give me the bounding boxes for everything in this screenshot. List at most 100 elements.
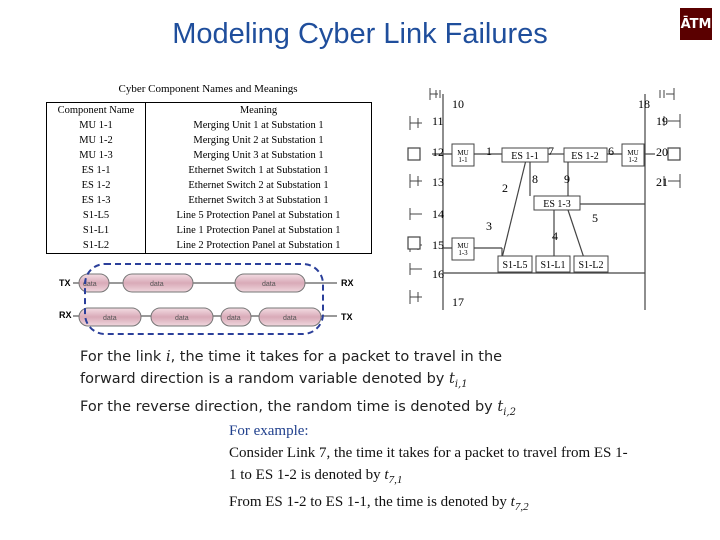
es-1-2-label: ES 1-2 bbox=[571, 151, 599, 162]
link-number: 5 bbox=[592, 211, 598, 225]
column-header-name: Component Name bbox=[46, 102, 146, 118]
packet-label: data bbox=[262, 281, 276, 288]
link-number: 17 bbox=[452, 295, 464, 309]
s1-l1-box bbox=[535, 255, 571, 273]
math-subscript: i,2 bbox=[503, 406, 516, 418]
mu-bottom-label: MU bbox=[457, 242, 468, 250]
table-row: S1-L1 Line 1 Protection Panel at Substati… bbox=[46, 223, 372, 238]
link-number: 3 bbox=[486, 219, 492, 233]
es-1-1-box bbox=[501, 147, 549, 163]
example-line: Consider Link 7, the time it takes for a… bbox=[229, 445, 628, 461]
mu-left-label: MU bbox=[457, 149, 468, 157]
cell-meaning: Line 5 Protection Panel at Substation 1 bbox=[176, 210, 341, 221]
cell-name: ES 1-2 bbox=[46, 178, 146, 193]
math-variable: t bbox=[497, 398, 504, 415]
link-number: 20 bbox=[656, 145, 668, 159]
example-line: 1 to ES 1-2 is denoted by t7,1 bbox=[229, 464, 628, 491]
link-number: 15 bbox=[432, 238, 444, 252]
link-number: 1 bbox=[486, 144, 492, 158]
link-time-explanation: For the link i, the time it takes for a … bbox=[80, 346, 516, 424]
explanation-line: forward direction is a random variable d… bbox=[80, 368, 516, 396]
mu-left-label: 1-1 bbox=[458, 156, 468, 164]
link-number: 16 bbox=[432, 267, 444, 281]
mu-1-2-box bbox=[621, 143, 645, 167]
text-fragment: From ES 1-2 to ES 1-1, the time is denot… bbox=[229, 494, 511, 510]
mu-1-1-box bbox=[451, 143, 475, 167]
math-variable: t bbox=[449, 371, 455, 387]
packet-label: data bbox=[283, 315, 297, 322]
s1-l5-box bbox=[497, 255, 533, 273]
link-number: 9 bbox=[564, 172, 570, 186]
cell-name: S1-L2 bbox=[46, 238, 146, 254]
link-number: 6 bbox=[608, 144, 614, 158]
es-1-3-box bbox=[533, 195, 581, 211]
table-row: ES 1-3 Ethernet Switch 3 at Substation 1 bbox=[46, 193, 372, 208]
link-number: 14 bbox=[432, 207, 444, 221]
cell-meaning: Ethernet Switch 3 at Substation 1 bbox=[188, 195, 329, 206]
link-number: 12 bbox=[432, 145, 444, 159]
rx-right-label: RX bbox=[341, 278, 354, 288]
packet-label: data bbox=[103, 315, 117, 322]
column-header-meaning: Meaning bbox=[239, 105, 278, 116]
cyber-network-diagram: MU 1-1 MU 1-2 MU 1-3 ES 1-1 ES 1-2 ES 1-… bbox=[407, 88, 681, 310]
page-title: Modeling Cyber Link Failures bbox=[172, 18, 548, 50]
node-squares bbox=[407, 147, 681, 250]
math-variable: t bbox=[510, 494, 515, 510]
text-fragment: 1 to ES 1-2 is denoted by bbox=[229, 467, 385, 483]
math-subscript: i,1 bbox=[454, 378, 468, 390]
network-links bbox=[432, 94, 655, 310]
es-1-2-box bbox=[563, 147, 608, 163]
s1-l2-box bbox=[573, 255, 609, 273]
cell-name: ES 1-3 bbox=[46, 193, 146, 208]
cell-name: S1-L1 bbox=[46, 223, 146, 238]
link-number: 4 bbox=[552, 229, 558, 243]
packet-label: data bbox=[227, 315, 241, 322]
cell-meaning: Merging Unit 1 at Substation 1 bbox=[193, 120, 324, 131]
university-logo: ĀTM bbox=[680, 8, 712, 40]
explanation-line: For the reverse direction, the random ti… bbox=[80, 396, 516, 424]
text-fragment: , the time it takes for a packet to trav… bbox=[170, 349, 503, 365]
table-caption: Cyber Component Names and Meanings bbox=[118, 83, 298, 95]
packet-label: data bbox=[175, 315, 189, 322]
mu-bottom-label: 1-3 bbox=[458, 249, 468, 257]
packet-transmission-diagram: TX RX RX TX data data data data data dat… bbox=[59, 263, 354, 335]
math-variable: t bbox=[384, 467, 389, 483]
es-1-1-label: ES 1-1 bbox=[511, 151, 539, 162]
text-fragment: For the link bbox=[80, 349, 166, 365]
link-highlight bbox=[84, 263, 324, 335]
cell-meaning: Ethernet Switch 2 at Substation 1 bbox=[188, 180, 329, 191]
link-number: 10 bbox=[452, 97, 464, 111]
link-number: 13 bbox=[432, 175, 444, 189]
text-fragment: forward direction is a random variable d… bbox=[80, 371, 449, 387]
example-block: For example: Consider Link 7, the time i… bbox=[229, 420, 628, 518]
s1-l2-label: S1-L2 bbox=[579, 260, 604, 271]
cell-meaning: Line 1 Protection Panel at Substation 1 bbox=[176, 225, 341, 236]
example-heading: For example: bbox=[229, 423, 309, 439]
explanation-line: For the link i, the time it takes for a … bbox=[80, 346, 516, 368]
cell-name: MU 1-3 bbox=[46, 148, 146, 163]
s1-l5-label: S1-L5 bbox=[503, 260, 528, 271]
es-1-3-label: ES 1-3 bbox=[543, 199, 571, 210]
link-number: 21 bbox=[656, 175, 668, 189]
link-number: 18 bbox=[638, 97, 650, 111]
cell-name: ES 1-1 bbox=[46, 163, 146, 178]
tx-label: TX bbox=[59, 278, 71, 288]
table-row: ES 1-2 Ethernet Switch 2 at Substation 1 bbox=[46, 178, 372, 193]
mu-right-label: MU bbox=[627, 149, 638, 157]
link-number: 7 bbox=[548, 144, 554, 158]
s1-l1-label: S1-L1 bbox=[541, 260, 566, 271]
math-variable: i bbox=[165, 349, 171, 365]
table-header-row: Component Name Meaning bbox=[46, 102, 372, 118]
breaker-symbols bbox=[409, 88, 681, 304]
math-subscript: 7,1 bbox=[388, 474, 403, 486]
tx-right-label: TX bbox=[341, 312, 353, 322]
link-number: 11 bbox=[432, 114, 444, 128]
link-number: 8 bbox=[532, 172, 538, 186]
